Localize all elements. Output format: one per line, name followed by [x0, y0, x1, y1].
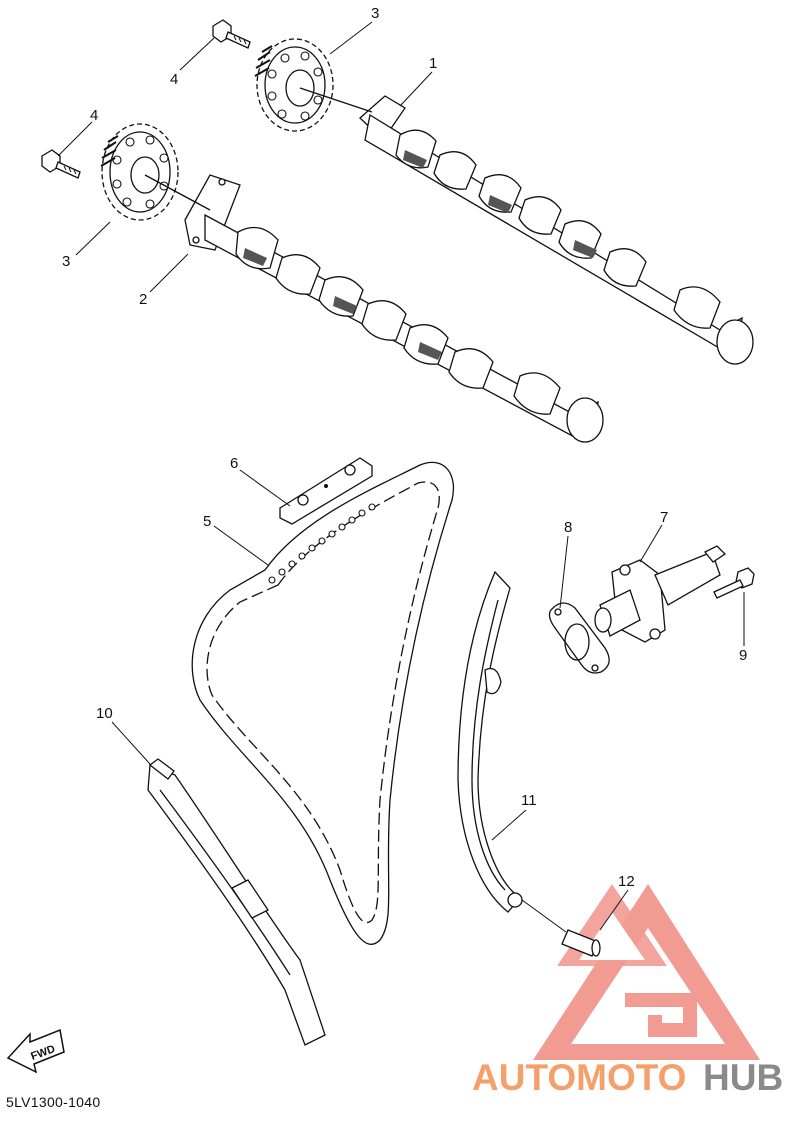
- chain-tensioner: [594, 545, 727, 643]
- chain-guide-stopper: [279, 457, 373, 525]
- callout-3a: 3: [371, 5, 379, 22]
- cam-sprocket-lower: [100, 123, 211, 221]
- watermark-text-automoto: AUTOMOTO: [472, 1057, 686, 1098]
- diagram-part-code: 5LV1300-1040: [6, 1094, 101, 1110]
- callout-5: 5: [203, 513, 211, 530]
- callout-6: 6: [230, 455, 238, 472]
- callout-10: 10: [96, 705, 113, 722]
- callout-4b: 4: [90, 107, 98, 124]
- callout-12: 12: [618, 873, 635, 890]
- camshaft-2: [184, 174, 604, 443]
- camshaft-1: [359, 95, 754, 365]
- callout-1: 1: [429, 55, 437, 72]
- cam-sprocket-upper: [254, 38, 373, 132]
- callout-leaders: [57, 21, 745, 933]
- callout-11: 11: [521, 792, 537, 809]
- watermark-logo-icon: [533, 884, 760, 1060]
- watermark-text-hub: HUB: [703, 1057, 783, 1098]
- callout-7: 7: [660, 509, 668, 526]
- timing-chain: [191, 461, 454, 945]
- tensioner-gasket: [548, 602, 610, 674]
- tensioner-bolt: [713, 567, 755, 599]
- chain-guide-intake: [457, 570, 523, 913]
- sprocket-bolt-lower: [41, 149, 81, 179]
- callout-9: 9: [739, 647, 747, 664]
- sprocket-bolt-upper: [212, 19, 251, 49]
- chain-guide-exhaust: [147, 758, 326, 1046]
- callout-4a: 4: [170, 71, 178, 88]
- forward-arrow-icon: FWD: [6, 1028, 65, 1074]
- callout-8: 8: [564, 519, 572, 536]
- guide-pin: [561, 929, 601, 957]
- callout-3b: 3: [62, 253, 70, 270]
- callout-2: 2: [139, 291, 147, 308]
